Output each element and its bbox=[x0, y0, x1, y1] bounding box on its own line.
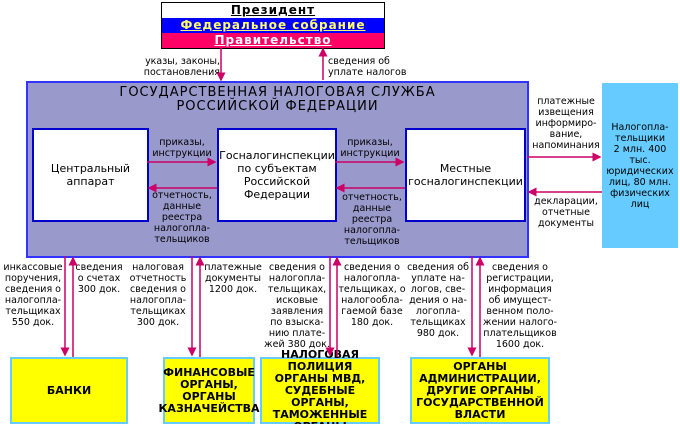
service-title: ГОСУДАРСТВЕННАЯ НАЛОГОВАЯ СЛУЖБА РОССИЙС… bbox=[119, 85, 436, 114]
finance-bodies-box: ФИНАНСОВЫЕ ОРГАНЫ, ОРГАНЫ КАЗНАЧЕЙСТВА bbox=[158, 357, 260, 424]
flow-label-1: инкассовые поручения, сведения о налогоп… bbox=[3, 262, 63, 328]
government-row: Правительство bbox=[162, 33, 384, 48]
central-office-box: Центральный аппарат bbox=[32, 128, 149, 222]
label-tax-payments: сведения об уплате налогов bbox=[328, 56, 407, 78]
label-orders-2: приказы, инструкции bbox=[340, 137, 400, 159]
flow-label-7: сведения об уплате на- логов, све- дения… bbox=[407, 262, 469, 339]
flow-label-6: сведения о налогопла- тельщиках, о налог… bbox=[338, 262, 406, 328]
flow-label-2: сведения о счетах 300 док. bbox=[75, 262, 123, 295]
local-inspections-box: Местные госналогинспекции bbox=[405, 128, 526, 222]
flow-label-5: сведения о налогопла- тельщиках, исковые… bbox=[264, 262, 330, 350]
flow-label-4: платежные документы 1200 док. bbox=[204, 262, 262, 295]
administration-box: ОРГАНЫ АДМИНИСТРАЦИИ, ДРУГИЕ ОРГАНЫ ГОСУ… bbox=[410, 357, 550, 424]
flow-label-3: налоговая отчетность сведения о налогопл… bbox=[129, 262, 187, 328]
label-decrees: указы, законы, постановления bbox=[143, 56, 220, 78]
label-orders-1: приказы, инструкции bbox=[152, 137, 212, 159]
president-row: Президент bbox=[162, 3, 384, 18]
banks-box: БАНКИ bbox=[10, 357, 128, 424]
regional-inspections-box: Госналогинспекции по субъектам Российско… bbox=[217, 128, 337, 222]
flow-label-8: сведения о регистрации, информация об им… bbox=[482, 262, 558, 350]
label-payment-notices: платежные извещения информиро- вание, на… bbox=[532, 96, 600, 151]
assembly-row: Федеральное собрание bbox=[162, 18, 384, 33]
law-enforcement-box: НАЛОГОВАЯ ПОЛИЦИЯ ОРГАНЫ МВД, СУДЕБНЫЕ О… bbox=[260, 348, 380, 424]
label-reports-1: отчетность, данные реестра налогопла- те… bbox=[152, 190, 212, 245]
top-authorities-box: Президент Федеральное собрание Правитель… bbox=[161, 2, 385, 49]
taxpayers-box: Налогопла- тельщики 2 млн. 400 тыс. юрид… bbox=[602, 83, 678, 248]
label-declarations: декларации, отчетные документы bbox=[534, 196, 598, 229]
label-reports-2: отчетность, данные реестра налогопла- те… bbox=[342, 192, 402, 247]
